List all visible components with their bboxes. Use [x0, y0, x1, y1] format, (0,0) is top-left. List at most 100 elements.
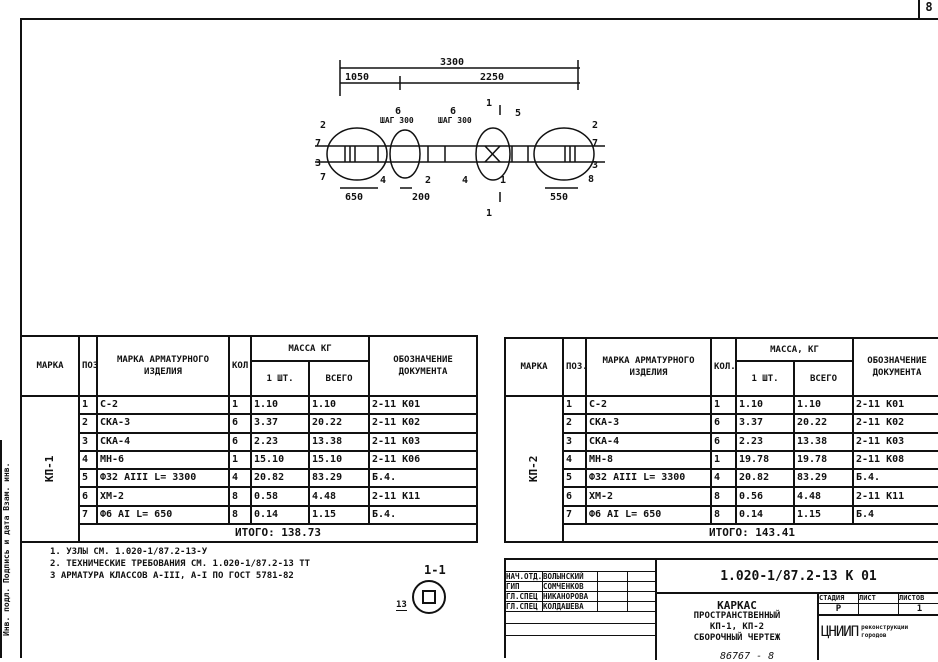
- cell-one: 20.82: [250, 468, 310, 489]
- pos-label: 6: [395, 106, 401, 117]
- cell-item: Ф6 АI L= 650: [585, 504, 712, 526]
- pos-label: 4: [462, 175, 468, 186]
- side-stamp: Инв. подл. Подпись и дата Взам. инв.: [0, 440, 20, 658]
- cell-doc: 2-11 К01: [852, 394, 938, 416]
- cell-qty: 1: [710, 394, 737, 416]
- cell-one: 20.82: [735, 468, 795, 489]
- cell-qty: 6: [228, 413, 252, 434]
- cell-one: 0.56: [735, 486, 795, 507]
- cell-poz: 3: [562, 431, 587, 452]
- bottom-stamp: 86767 - 8: [720, 651, 775, 662]
- pos-label: 7: [320, 172, 326, 183]
- cell-item: ХМ-2: [585, 486, 712, 507]
- cell-qty: 1: [228, 449, 252, 471]
- pos-label: 8: [588, 174, 594, 185]
- cell-poz: 6: [78, 486, 98, 507]
- cell-poz: 6: [562, 486, 587, 507]
- desc-line: СБОРОЧНЫЙ ЧЕРТЕЖ: [693, 633, 781, 643]
- signer-role: ГИП: [506, 582, 543, 591]
- cell-one: 0.14: [735, 504, 795, 526]
- col-item: МАРКА АРМАТУРНОГО ИЗДЕЛИЯ: [585, 337, 712, 397]
- col-poz: ПОЗ.: [562, 337, 587, 397]
- cell-item: С-2: [585, 394, 712, 416]
- pos-label: 5: [515, 108, 521, 119]
- signature: [598, 592, 628, 601]
- cell-doc: 2-11 К02: [852, 413, 938, 434]
- cell-all: 19.78: [793, 449, 854, 471]
- cell-qty: 1: [228, 394, 252, 416]
- section-mark: 1: [486, 208, 492, 219]
- cell-item: Ф32 АIII L= 3300: [96, 468, 230, 489]
- pos-label: 6: [450, 106, 456, 117]
- signature: [598, 572, 628, 581]
- pos-label: 2: [592, 120, 598, 131]
- section-circle: [412, 580, 446, 614]
- cell-one: 2.23: [735, 431, 795, 452]
- col-mass-all: ВСЕГО: [307, 360, 371, 397]
- cell-poz: 4: [78, 449, 98, 471]
- cell-qty: 6: [710, 431, 737, 452]
- section-label: 13: [396, 600, 407, 611]
- cell-qty: 4: [710, 468, 737, 489]
- signer-row: НАЧ.ОТД.ВОЛЫНСКИЙ: [506, 572, 655, 582]
- dim-left: 1050: [345, 72, 369, 83]
- cell-all: 4.48: [793, 486, 854, 507]
- stage-label: СТАДИЯ: [819, 594, 859, 603]
- frame-top: [20, 18, 938, 20]
- sheets-value: 1: [916, 604, 923, 614]
- cell-poz: 7: [562, 504, 587, 526]
- cell-all: 20.22: [307, 413, 371, 434]
- cell-doc: Б.4.: [368, 504, 479, 526]
- cell-item: СКА-3: [585, 413, 712, 434]
- document-code: 1.020-1/87.2-13 К 01: [657, 560, 938, 594]
- cell-all: 1.15: [307, 504, 371, 526]
- cell-poz: 4: [562, 449, 587, 471]
- total-row: ИТОГО: 138.73: [77, 523, 479, 544]
- cell-one: 19.78: [735, 449, 795, 471]
- cell-all: 83.29: [307, 468, 371, 489]
- cell-doc: 2-11 К03: [368, 431, 479, 452]
- cell-qty: 8: [228, 504, 252, 526]
- col-poz: ПОЗ.: [78, 335, 98, 397]
- cell-qty: 4: [228, 468, 252, 489]
- cell-item: МН-8: [585, 449, 712, 471]
- marka-cell: КП-2: [505, 396, 563, 543]
- marka-cell: КП-1: [21, 396, 79, 543]
- assembly-drawing: 3300 1050 2250 650 200 550 ШАГ 300 ШАГ 3…: [315, 57, 605, 219]
- desc-line: КП-1, КП-2: [709, 622, 765, 632]
- sheet-label: ЛИСТ: [859, 594, 899, 603]
- pos-label: 3: [592, 160, 598, 171]
- cell-poz: 5: [78, 468, 98, 489]
- cell-doc: 2-11 К02: [368, 413, 479, 434]
- dim-total: 3300: [440, 57, 464, 68]
- cell-all: 1.10: [307, 394, 371, 416]
- section-title: 1-1: [424, 563, 446, 577]
- dim-550: 550: [550, 192, 568, 203]
- cell-qty: 8: [710, 504, 737, 526]
- col-mass-one: 1 ШТ.: [250, 360, 310, 397]
- cell-doc: 2-11 К11: [852, 486, 938, 507]
- pos-label: 2: [425, 175, 431, 186]
- cell-all: 15.10: [307, 449, 371, 471]
- cell-all: 4.48: [307, 486, 371, 507]
- cell-doc: 2-11 К03: [852, 431, 938, 452]
- signer-name: СОМЧЕНКОВ: [543, 582, 598, 591]
- note: 2. ТЕХНИЧЕСКИЕ ТРЕБОВАНИЯ СМ. 1.020-1/87…: [50, 559, 311, 569]
- signature: [598, 582, 628, 591]
- cell-one: 0.14: [250, 504, 310, 526]
- cell-doc: Б.4.: [368, 468, 479, 489]
- pos-label: 4: [380, 175, 386, 186]
- signer-name: НИКАНОРОВА: [543, 592, 598, 601]
- cell-item: С-2: [96, 394, 230, 416]
- col-marka: МАРКА: [504, 337, 564, 397]
- cell-doc: Б.4: [852, 504, 938, 526]
- sheet-number-box: 8: [918, 0, 938, 18]
